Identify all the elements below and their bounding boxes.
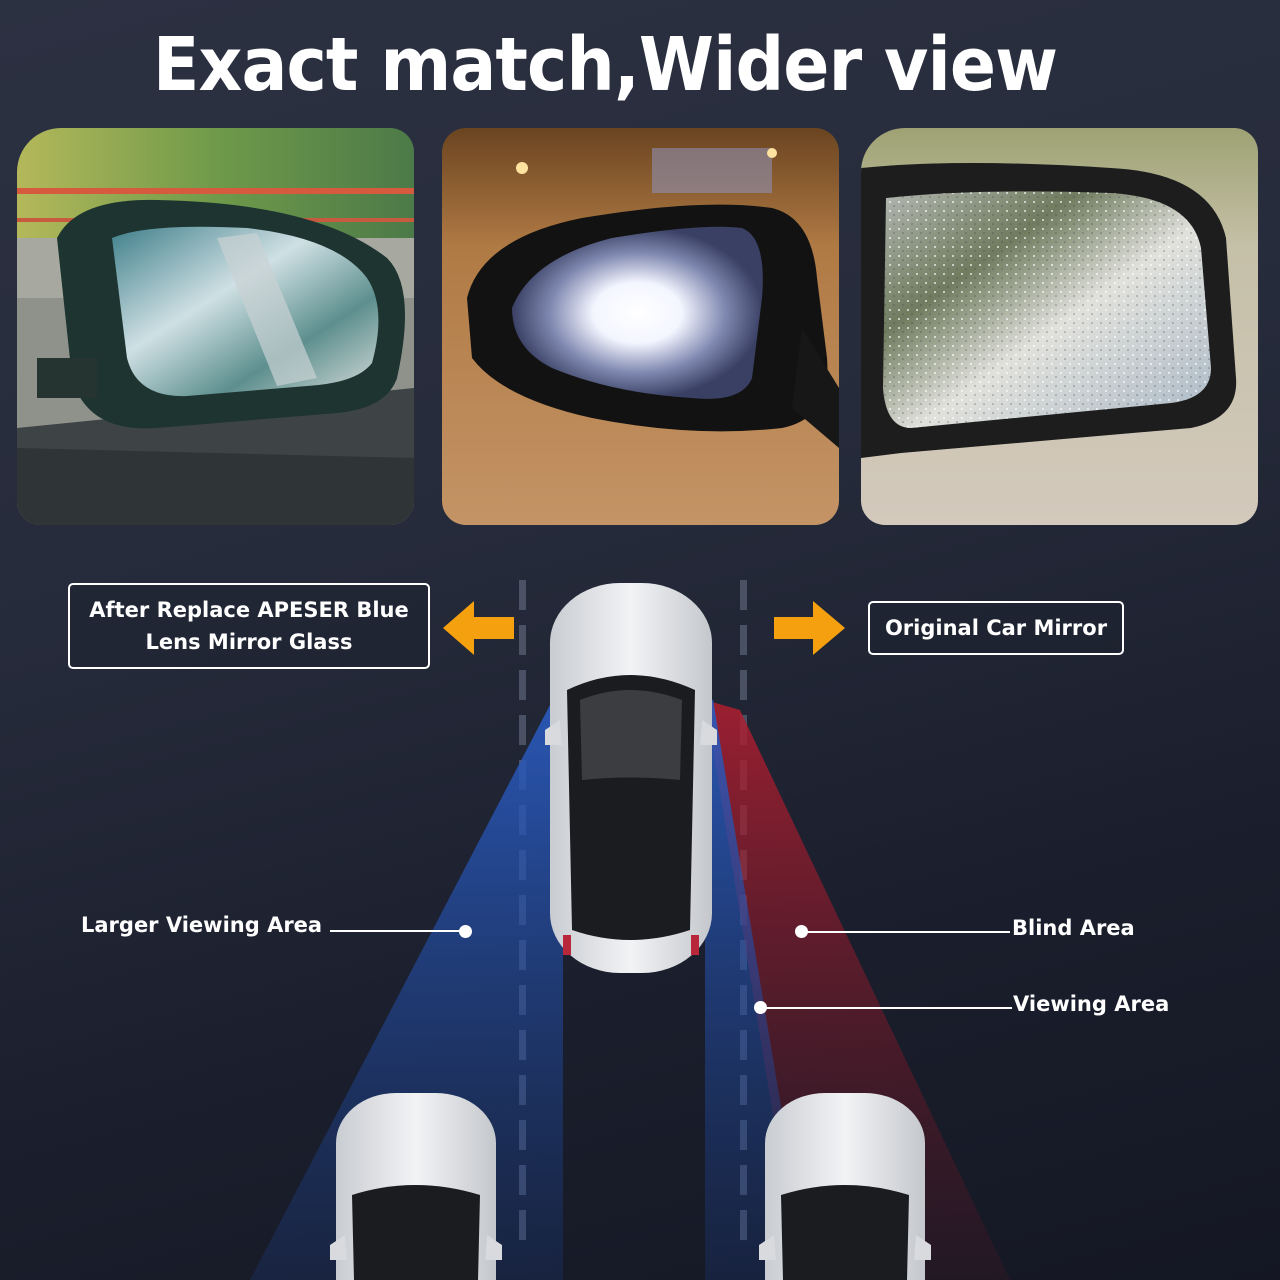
rear-left-car [330,1093,502,1280]
larger-viewing-area-dot [459,925,472,938]
rear-right-car [759,1093,931,1280]
page-title: Exact match,Wider view [152,22,1058,108]
viewing-area-leader-line [762,1007,1012,1009]
night-glare-mirror-photo [442,128,839,525]
apeser-mirror-label: After Replace APESER Blue Lens Mirror Gl… [68,583,430,669]
viewing-area-label: Viewing Area [1013,992,1170,1016]
road-diagram [250,580,1010,1280]
viewing-area-dot [754,1001,767,1014]
left-arrow-icon [443,601,514,655]
apeser-mirror-label-line2: Lens Mirror Glass [145,630,353,654]
original-mirror-label-text: Original Car Mirror [884,616,1108,640]
larger-viewing-area-leader-line [330,930,465,932]
original-mirror-label: Original Car Mirror [868,601,1124,655]
rainy-mirror-photo [861,128,1258,525]
right-arrow-icon [774,601,845,655]
daytime-mirror-photo [17,128,414,525]
blind-area-leader-line [802,931,1010,933]
apeser-mirror-label-line1: After Replace APESER Blue [89,598,409,622]
blind-area-label: Blind Area [1012,916,1135,940]
blind-area-dot [795,925,808,938]
main-car [545,583,717,973]
larger-viewing-area-label: Larger Viewing Area [81,913,323,937]
